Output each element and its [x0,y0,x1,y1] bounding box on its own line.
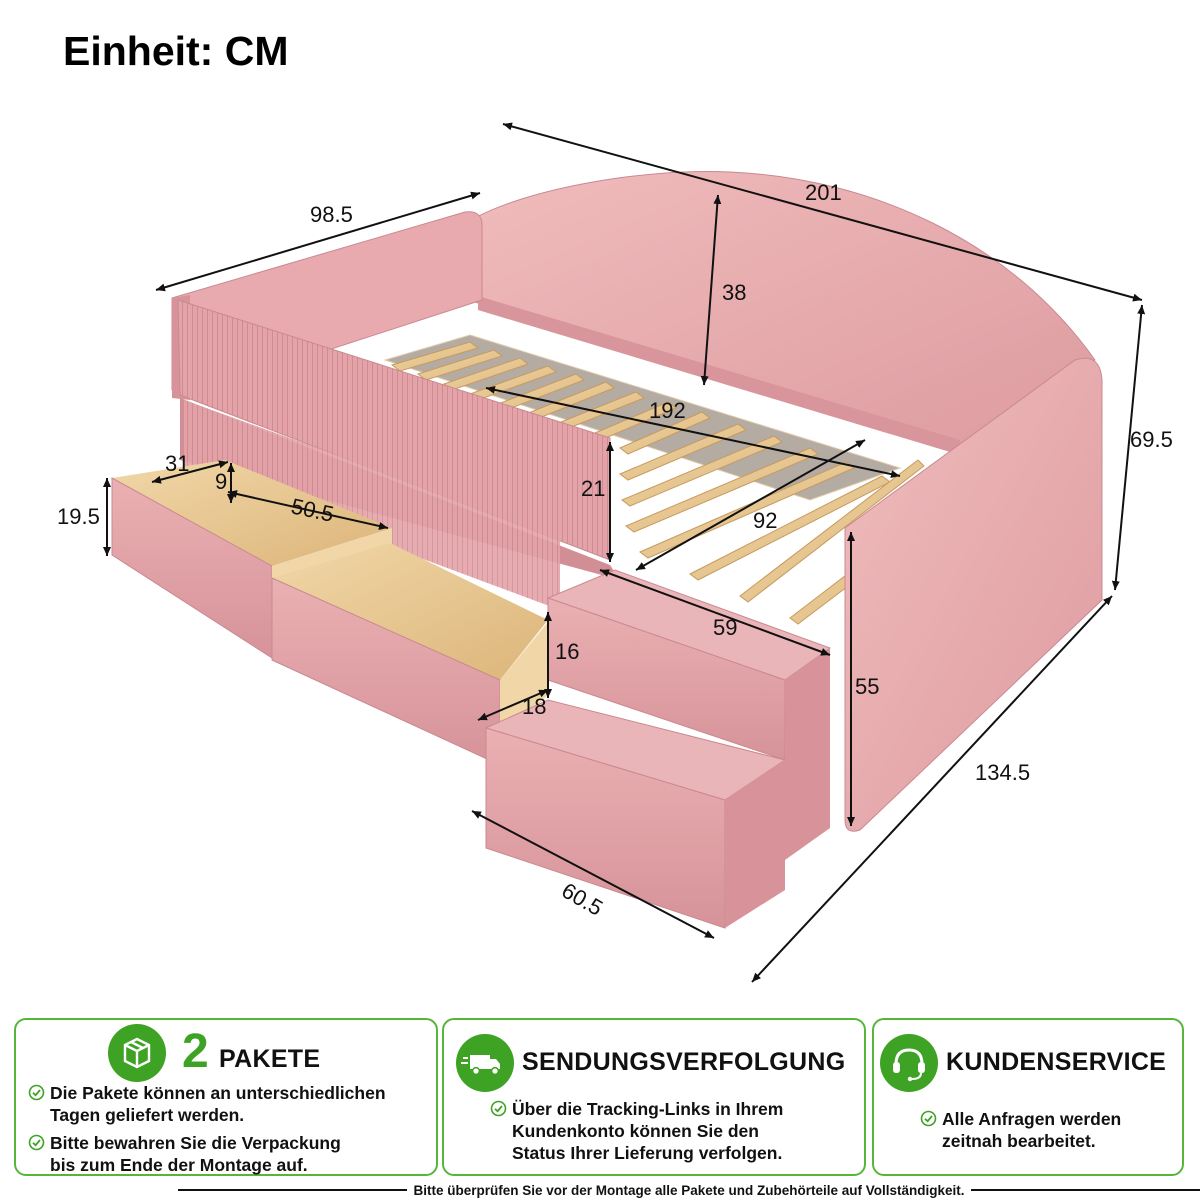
bullet-text: Die Pakete können an unterschiedlichen T… [50,1083,386,1125]
list-item: Die Pakete können an unterschiedlichen T… [28,1082,432,1126]
bullet-text: Über die Tracking-Links in Ihrem Kundenk… [512,1099,784,1163]
delivery-truck-icon [456,1034,514,1092]
tracking-bullet-list: Über die Tracking-Links in Ihrem Kundenk… [490,1098,850,1170]
dim-headboard-height: 38 [722,280,746,305]
customer-service-heading: KUNDENSERVICE [946,1048,1167,1076]
bullet-text: Bitte bewahren Sie die Verpackung bis zu… [50,1133,341,1175]
headset-icon [880,1034,938,1092]
dim-step-height: 16 [555,639,579,664]
divider [970,1189,1200,1191]
dim-step-depth: 18 [522,694,546,719]
packages-title: PAKETE [219,1045,321,1073]
dim-drawer-depth: 9 [215,469,227,494]
info-card-customer-service: KUNDENSERVICE Alle Anfragen werden zeitn… [872,1018,1184,1176]
dim-armrest-height: 55 [855,674,879,699]
dim-inner-width: 92 [753,508,777,533]
package-count: 2 [182,1025,209,1078]
bullet-text: Alle Anfragen werden zeitnah bearbeitet. [942,1109,1122,1151]
dim-inner-length: 192 [649,398,686,423]
package-box-icon [108,1024,166,1082]
info-card-packages: 2 PAKETE Die Pakete können an unterschie… [14,1018,438,1176]
dim-drawer-width: 31 [165,451,189,476]
dim-total-width: 98.5 [310,202,353,227]
dim-stair-length: 59 [713,615,737,640]
check-circle-icon [920,1110,937,1127]
check-circle-icon [490,1100,507,1117]
dim-drawer-height: 19.5 [57,504,100,529]
check-circle-icon [28,1134,45,1151]
tracking-heading: SENDUNGSVERFOLGUNG [522,1048,846,1076]
list-item: Bitte bewahren Sie die Verpackung bis zu… [28,1132,432,1176]
dim-side-rail-height: 21 [581,476,605,501]
divider [178,1189,408,1191]
footer-note: Bitte überprüfen Sie vor der Montage all… [0,1181,1200,1199]
footer-text: Bitte überprüfen Sie vor der Montage all… [413,1182,965,1198]
customer-service-bullet-list: Alle Anfragen werden zeitnah bearbeitet. [920,1108,1170,1158]
drawer-right [271,543,548,766]
info-card-tracking: SENDUNGSVERFOLGUNG Über die Tracking-Lin… [442,1018,866,1176]
list-item: Über die Tracking-Links in Ihrem Kundenk… [490,1098,850,1164]
dim-overall-depth: 134.5 [975,760,1030,785]
packages-heading: 2 PAKETE [182,1028,320,1076]
dimension-lines [103,122,1146,983]
list-item: Alle Anfragen werden zeitnah bearbeitet. [920,1108,1170,1152]
check-circle-icon [28,1084,45,1101]
unit-title: Einheit: CM [63,28,289,74]
dim-total-length: 201 [805,180,842,205]
dim-total-height: 69.5 [1130,427,1173,452]
packages-bullet-list: Die Pakete können an unterschiedlichen T… [28,1082,432,1182]
daybed-illustration: 201 98.5 38 69.5 192 92 21 31 9 19.5 50.… [57,122,1173,983]
